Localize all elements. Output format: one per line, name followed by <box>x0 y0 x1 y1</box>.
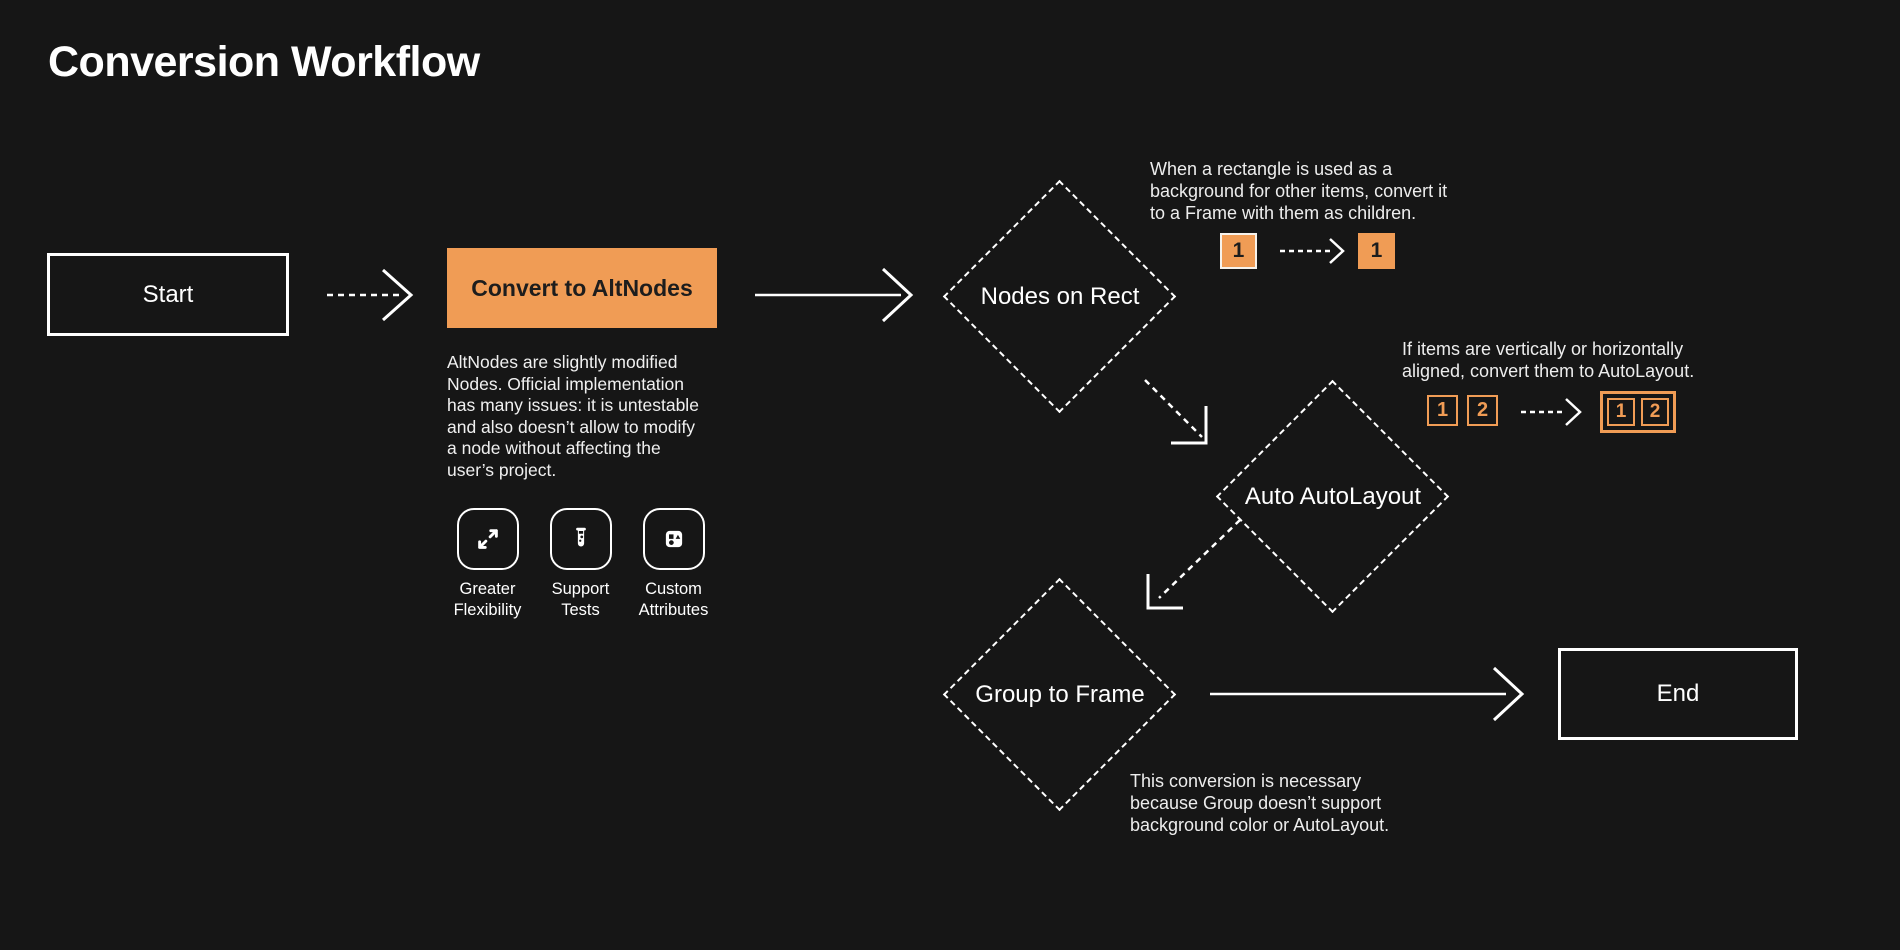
arrow-rect-example <box>1280 238 1345 264</box>
feature-label: Custom Attributes <box>638 580 709 619</box>
nodes-on-rect-label: Nodes on Rect <box>980 283 1140 310</box>
feature-support-tests: Support Tests <box>534 508 627 621</box>
test-tube-icon <box>549 508 612 570</box>
arrow-group-to-frame-to-end <box>1210 666 1525 722</box>
autolayout-example-group: 1 2 <box>1600 391 1676 433</box>
arrow-start-to-convert <box>327 268 414 322</box>
rect-example-before: 1 <box>1220 233 1257 269</box>
auto-autolayout-label: Auto AutoLayout <box>1244 483 1422 510</box>
feature-custom-attributes: Custom Attributes <box>627 508 720 621</box>
arrow-autolayout-example <box>1521 398 1582 426</box>
nodes-on-rect-note: When a rectangle is used as a background… <box>1150 159 1448 223</box>
rect-example-after: 1 <box>1358 233 1395 269</box>
expand-arrows-icon <box>456 508 519 570</box>
arrow-convert-to-nodes-on-rect <box>755 267 914 323</box>
autolayout-example-item-2: 2 <box>1467 395 1498 426</box>
autolayout-example-grouped-item-1: 1 <box>1607 398 1635 426</box>
shapes-icon <box>642 508 705 570</box>
auto-autolayout-note: If items are vertically or horizontally … <box>1402 339 1695 381</box>
start-node-label: Start <box>142 280 194 308</box>
group-to-frame-label: Group to Frame <box>975 681 1145 708</box>
autolayout-example-item-1: 1 <box>1427 395 1458 426</box>
feature-label: Greater Flexibility <box>453 580 522 619</box>
page-title: Conversion Workflow <box>48 38 480 86</box>
altnodes-description: AltNodes are slightly modified Nodes. Of… <box>447 352 699 480</box>
feature-greater-flexibility: Greater Flexibility <box>441 508 534 621</box>
convert-to-altnodes-label: Convert to AltNodes <box>471 274 693 301</box>
start-node: Start <box>47 253 289 336</box>
feature-label: Support Tests <box>551 580 610 619</box>
arrow-nodes-on-rect-to-auto-autolayout <box>1144 379 1208 445</box>
autolayout-example-grouped-item-2: 2 <box>1641 398 1669 426</box>
end-node-label: End <box>1656 680 1700 707</box>
features-row: Greater Flexibility Support Tests <box>441 508 720 621</box>
group-to-frame-note: This conversion is necessary because Gro… <box>1130 771 1390 835</box>
end-node: End <box>1558 648 1798 740</box>
convert-to-altnodes-node: Convert to AltNodes <box>447 248 717 328</box>
arrow-auto-autolayout-to-group-to-frame <box>1146 519 1241 610</box>
